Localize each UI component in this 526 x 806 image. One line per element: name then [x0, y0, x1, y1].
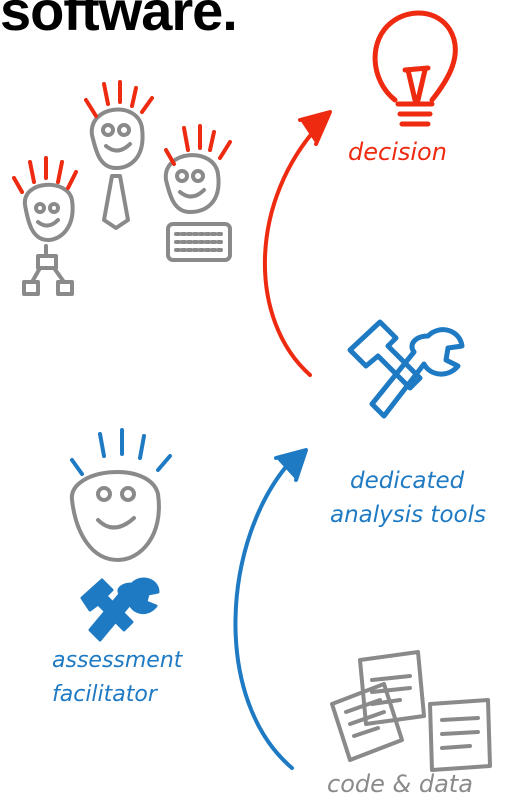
code-data-label: code & data — [327, 770, 473, 798]
facilitator-label-line2: facilitator — [52, 682, 157, 707]
facilitator-face-icon — [69, 469, 161, 562]
facilitator-hair-icon — [70, 428, 172, 476]
page-title: software. — [0, 0, 238, 42]
decision-label: decision — [348, 138, 447, 166]
lightbulb-icon — [372, 10, 458, 127]
stakeholder-manager-icon — [22, 182, 75, 296]
facilitator-tools-icon — [80, 577, 160, 642]
stakeholder-manager-hair-icon — [12, 156, 78, 194]
facilitator-label-line1: assessment — [52, 648, 183, 673]
tools-label-line1: dedicated — [350, 468, 465, 494]
stakeholder-business-icon — [89, 107, 145, 230]
tools-label-line2: analysis tools — [330, 502, 486, 528]
stakeholder-developer-icon — [163, 153, 232, 262]
tools-icon — [347, 319, 465, 419]
stakeholder-developer-hair-icon — [164, 124, 232, 166]
stakeholder-business-hair-icon — [84, 80, 154, 118]
arrow-tools-to-decision — [263, 110, 332, 377]
documents-icon — [330, 650, 492, 772]
arrow-code-to-tools — [233, 448, 308, 770]
